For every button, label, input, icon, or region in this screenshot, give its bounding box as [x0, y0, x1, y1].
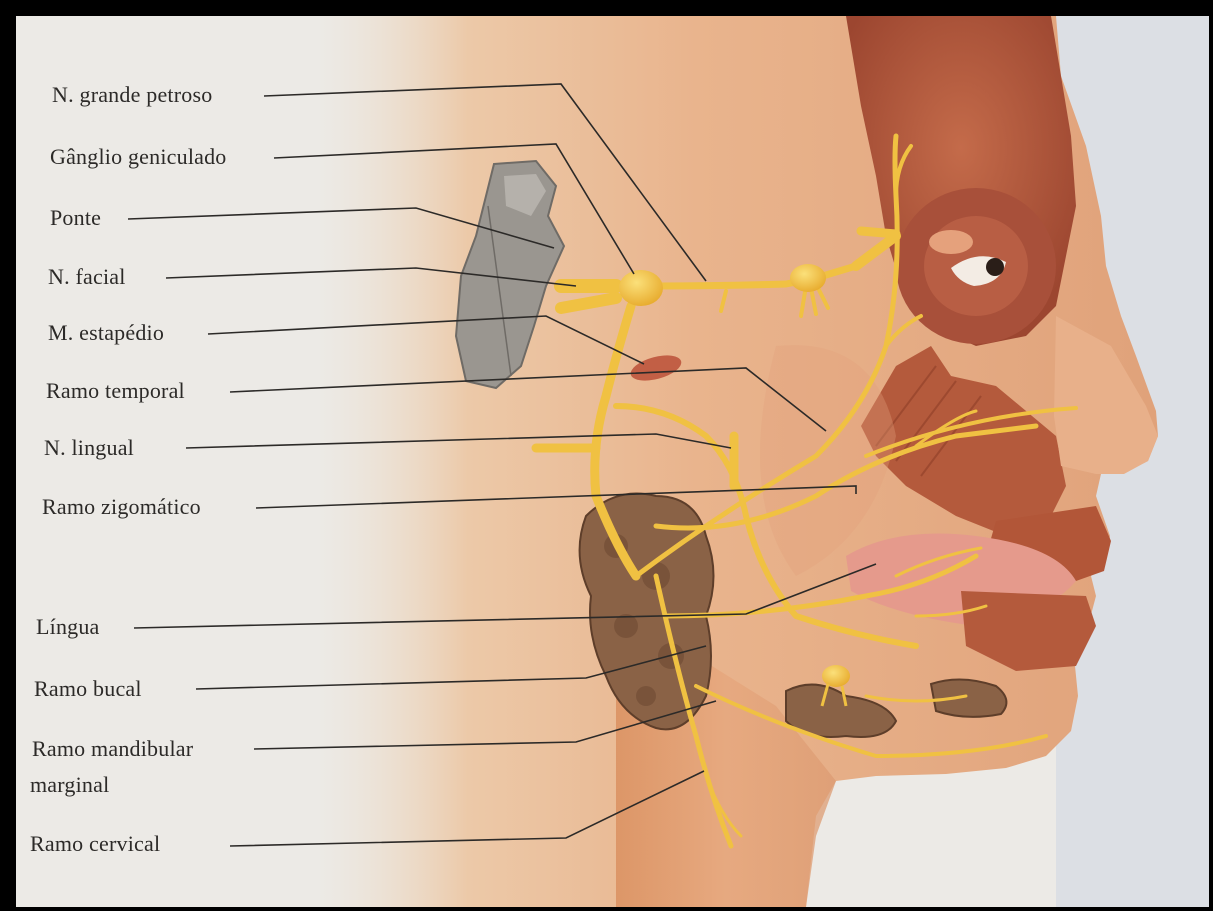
submandibular-ganglion [822, 665, 850, 687]
lacrimal-gland [929, 230, 973, 254]
label-marginal: marginal [30, 772, 109, 798]
label-lingua: Língua [36, 614, 100, 640]
label-n-grande-petroso: N. grande petroso [52, 82, 212, 108]
pterygopalatine-ganglion [790, 264, 826, 292]
label-m-estapedio: M. estapédio [48, 320, 164, 346]
label-ramo-cervical: Ramo cervical [30, 831, 160, 857]
geniculate-ganglion [619, 270, 663, 306]
label-ganglio-geniculado: Gânglio geniculado [50, 144, 227, 170]
label-n-facial: N. facial [48, 264, 126, 290]
illustration-plate: N. grande petroso Gânglio geniculado Pon… [16, 16, 1209, 907]
label-ramo-temporal: Ramo temporal [46, 378, 185, 404]
label-ramo-zigomatico: Ramo zigomático [42, 494, 201, 520]
label-ramo-bucal: Ramo bucal [34, 676, 142, 702]
label-ponte: Ponte [50, 205, 101, 231]
label-ramo-mandibular: Ramo mandibular [32, 736, 193, 762]
label-n-lingual: N. lingual [44, 435, 134, 461]
